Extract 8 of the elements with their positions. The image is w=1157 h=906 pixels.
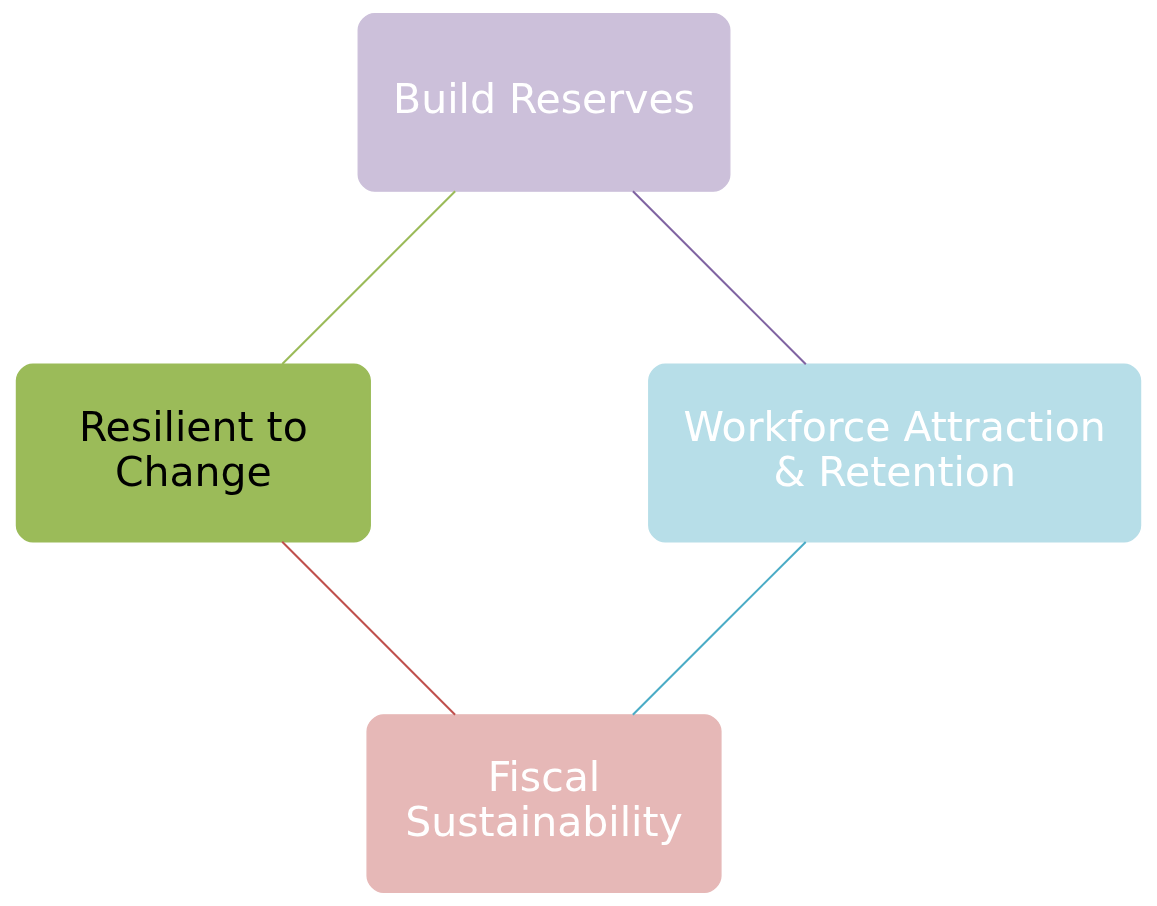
node-box: Build Reserves	[357, 12, 731, 192]
node-box: Fiscal Sustainability	[366, 714, 722, 894]
node-box: Resilient to Change	[15, 363, 371, 543]
connector	[632, 190, 807, 365]
node-box: Workforce Attraction & Retention	[648, 363, 1142, 543]
connector	[281, 190, 456, 365]
connector	[632, 541, 807, 716]
connector	[281, 541, 456, 716]
